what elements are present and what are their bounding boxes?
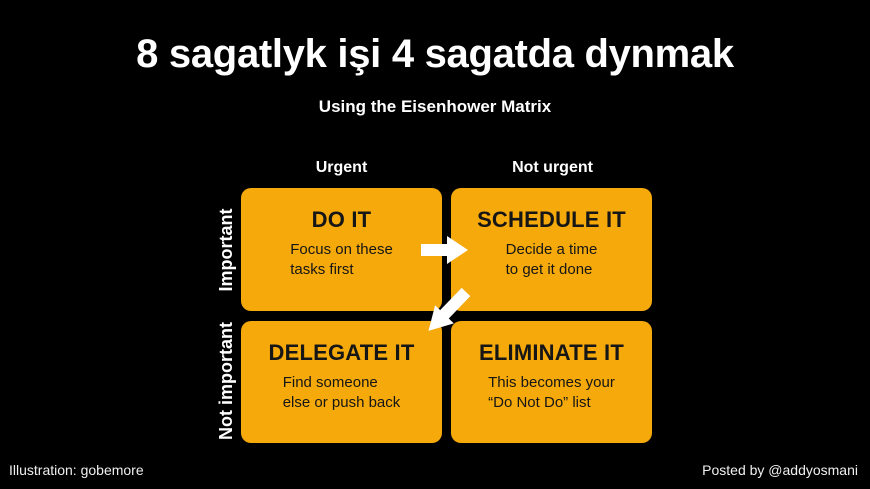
slide-title: 8 sagatlyk işi 4 sagatda dynmak (136, 32, 734, 76)
quadrant-title: ELIMINATE IT (479, 340, 624, 365)
description-line: Find someone (282, 374, 378, 391)
quadrant-description: Focus on these tasks first (290, 240, 393, 280)
row-header-not-important: Not important (216, 322, 236, 440)
description-line: else or push back (282, 394, 401, 411)
quadrant-description: This becomes your “Do Not Do” list (488, 373, 615, 413)
quadrant-eliminate-it: ELIMINATE IT This becomes your “Do Not D… (451, 321, 652, 443)
quadrant-description: Find someone else or push back (283, 373, 401, 413)
quadrant-title: SCHEDULE IT (477, 207, 626, 232)
quadrant-description: Decide a time to get it done (506, 240, 598, 280)
eisenhower-matrix: DO IT Focus on these tasks first SCHEDUL… (241, 188, 652, 443)
description-line: Focus on these (290, 241, 393, 258)
description-line: to get it done (505, 261, 593, 278)
illustration-credit: Illustration: gobemore (9, 462, 144, 479)
column-header-not-urgent: Not urgent (512, 159, 593, 176)
row-header-important: Important (216, 208, 236, 292)
quadrant-schedule-it: SCHEDULE IT Decide a time to get it done (451, 188, 652, 311)
column-header-urgent: Urgent (315, 159, 368, 176)
description-line: This becomes your (488, 374, 615, 391)
description-line: Decide a time (505, 241, 598, 258)
description-line: tasks first (290, 261, 354, 278)
quadrant-title: DO IT (311, 207, 372, 232)
quadrant-title: DELEGATE IT (268, 340, 415, 365)
posted-by-credit: Posted by @addyosmani (702, 462, 858, 479)
description-line: “Do Not Do” list (488, 394, 591, 411)
slide-subtitle: Using the Eisenhower Matrix (318, 97, 552, 116)
quadrant-delegate-it: DELEGATE IT Find someone else or push ba… (241, 321, 442, 443)
quadrant-do-it: DO IT Focus on these tasks first (241, 188, 442, 311)
